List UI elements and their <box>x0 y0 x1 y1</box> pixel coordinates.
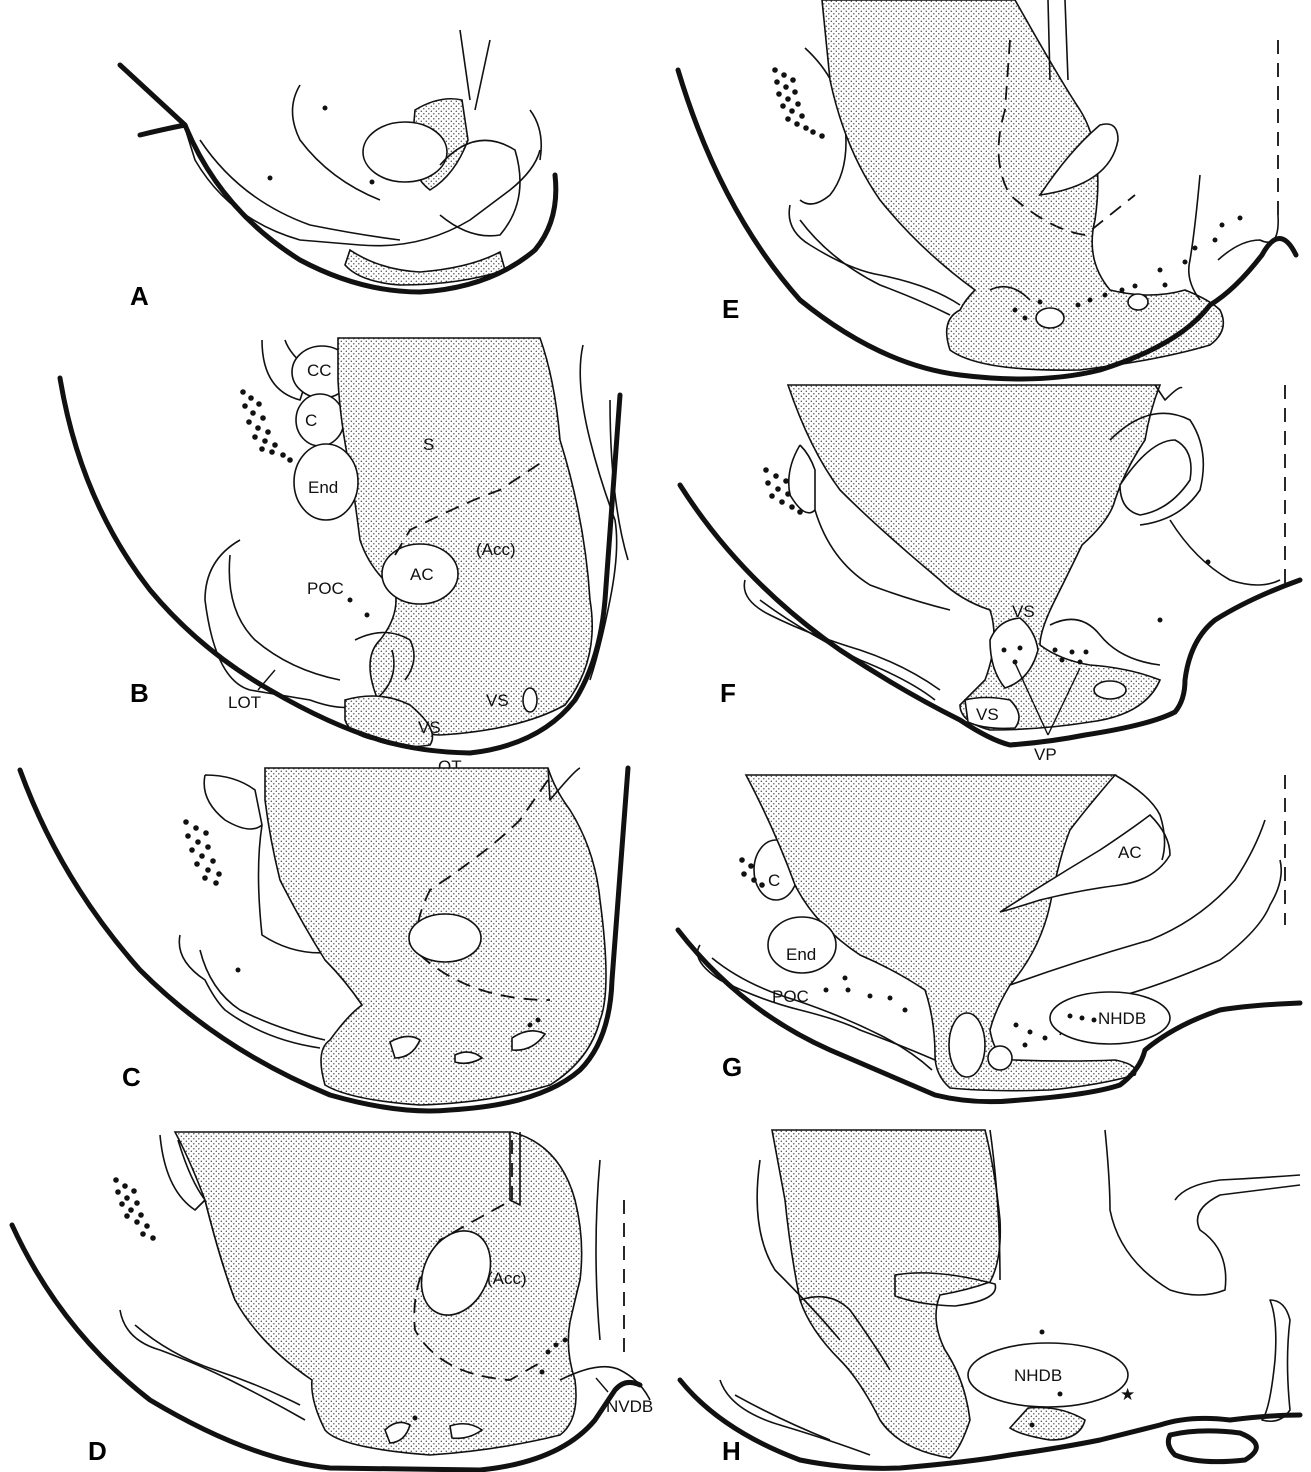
panel-b: CC C S End (Acc) AC POC LOT VS VS OT B <box>60 338 628 776</box>
panel-label-a: A <box>130 281 149 311</box>
panel-g: AC C End POC NHDB G <box>678 775 1300 1102</box>
panel-h: ★ NHDB H <box>680 1130 1300 1468</box>
panel-a: A <box>120 30 556 311</box>
label-ac-g: AC <box>1118 843 1142 862</box>
label-c-g: C <box>768 871 780 890</box>
panel-label-d: D <box>88 1436 107 1466</box>
label-nvdb: NVDB <box>606 1397 653 1416</box>
label-vs-f-1: VS <box>1012 602 1035 621</box>
label-end-g: End <box>786 945 816 964</box>
cell-cluster-b <box>240 389 293 463</box>
caudate-c <box>296 394 344 446</box>
label-nhdb-h: NHDB <box>1014 1366 1062 1385</box>
star-marker-h: ★ <box>1120 1385 1135 1404</box>
label-vs-f-2: VS <box>976 705 999 724</box>
label-cc: CC <box>307 361 332 380</box>
panel-e: E <box>678 0 1296 379</box>
panel-label-f: F <box>720 678 736 708</box>
panel-label-h: H <box>722 1436 741 1466</box>
panel-d: (Acc) NVDB D <box>12 1132 653 1470</box>
label-acc-d: (Acc) <box>487 1269 527 1288</box>
label-nhdb-g: NHDB <box>1098 1009 1146 1028</box>
panel-label-b: B <box>130 678 149 708</box>
striatum-region-b <box>338 338 592 735</box>
label-s: S <box>423 435 434 454</box>
cell-cluster-d <box>113 1177 156 1241</box>
panel-c: C <box>20 768 628 1111</box>
label-acc: (Acc) <box>476 540 516 559</box>
cell-cluster-c <box>183 819 222 886</box>
anterior-commissure-c <box>409 914 481 962</box>
label-vs-1: VS <box>486 691 509 710</box>
striatum-region-e <box>822 0 1223 370</box>
label-vs-2: VS <box>418 718 441 737</box>
panel-label-e: E <box>722 294 739 324</box>
label-end: End <box>308 478 338 497</box>
label-poc: POC <box>307 579 344 598</box>
label-vp: VP <box>1034 745 1057 764</box>
striatum-region-h <box>772 1130 1000 1458</box>
label-poc-g: POC <box>772 987 809 1006</box>
panel-label-g: G <box>722 1052 742 1082</box>
label-lot: LOT <box>228 693 261 712</box>
striatum-region-f <box>788 385 1160 730</box>
label-ac: AC <box>410 565 434 584</box>
label-c: C <box>305 411 317 430</box>
panel-label-c: C <box>122 1062 141 1092</box>
panel-f: VS VS VP F <box>680 385 1300 764</box>
cell-cluster-f <box>763 467 803 515</box>
cell-cluster-e <box>772 67 825 139</box>
